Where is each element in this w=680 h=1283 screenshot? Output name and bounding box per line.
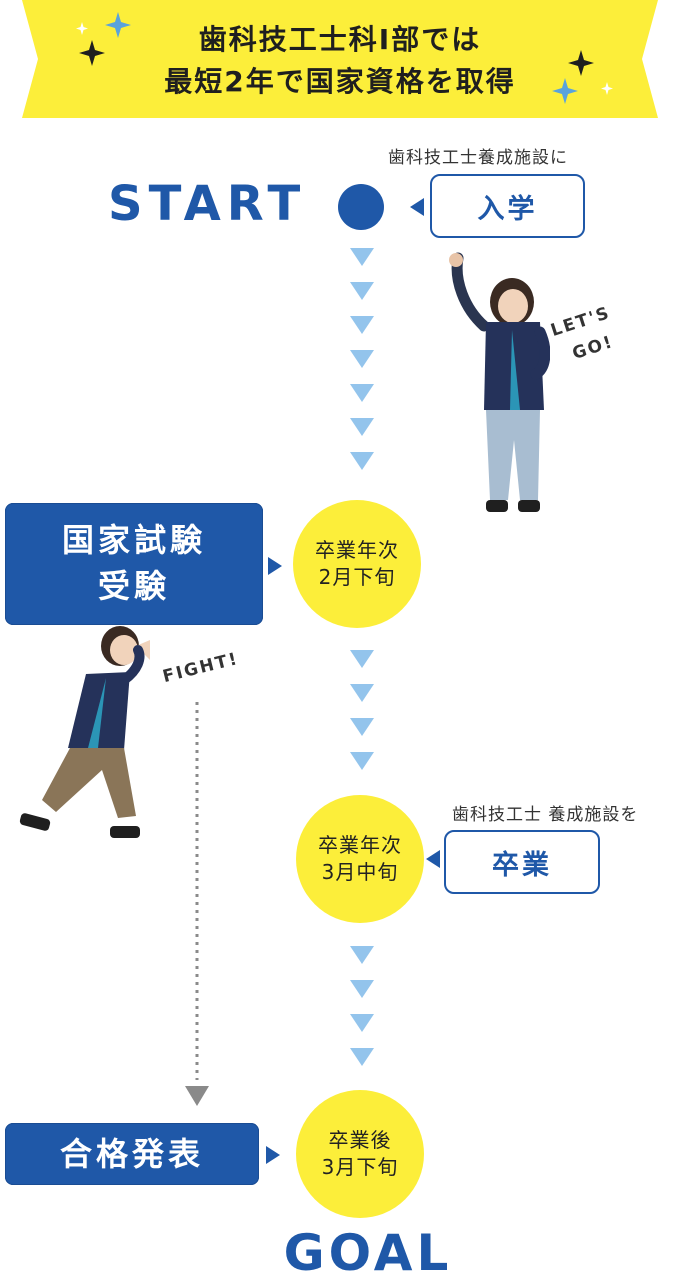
result-box: 合格発表: [5, 1123, 259, 1185]
graduation-timing-circle: 卒業年次 3月中旬: [296, 795, 424, 923]
down-arrow-icon: [350, 452, 374, 470]
down-arrow-icon: [350, 316, 374, 334]
right-pointer-icon: [266, 1146, 280, 1164]
header-title-line1: 歯科技工士科Ⅰ部では: [198, 23, 482, 56]
student-cheering-photo: [449, 252, 550, 512]
enrollment-note: 歯科技工士養成施設に: [388, 148, 568, 168]
exam-label-line2: 受験: [97, 567, 170, 605]
sparkle-icon: [76, 12, 131, 66]
start-dot-icon: [338, 184, 384, 230]
dotted-connector: [185, 702, 209, 1106]
goal-label: GOAL: [283, 1224, 453, 1282]
right-pointer-icon: [268, 557, 282, 575]
lets-go-callout-line2: GO!: [569, 331, 617, 365]
fight-callout: FIGHT!: [160, 648, 241, 688]
exam-timing-circle: 卒業年次 2月下旬: [293, 500, 421, 628]
down-arrow-icon: [350, 418, 374, 436]
header-ribbon: [22, 0, 658, 118]
result-timing-line1: 卒業後: [328, 1128, 392, 1152]
graduation-timing-line1: 卒業年次: [318, 833, 402, 857]
graduation-timing-line2: 3月中旬: [321, 860, 399, 884]
exam-label-line1: 国家試験: [61, 521, 206, 559]
graduation-box: 卒業: [444, 830, 600, 894]
exam-timing-line1: 卒業年次: [315, 538, 399, 562]
result-label: 合格発表: [59, 1135, 204, 1173]
down-arrow-icon: [350, 248, 374, 266]
exam-timing-line2: 2月下旬: [318, 565, 396, 589]
down-arrow-icon: [350, 282, 374, 300]
down-arrow-icon: [350, 384, 374, 402]
enrollment-box-label: 入学: [477, 193, 538, 225]
enrollment-box: 入学: [430, 174, 585, 238]
left-pointer-icon: [426, 850, 440, 868]
exam-box: 国家試験 受験: [5, 503, 263, 625]
graduation-note: 歯科技工士 養成施設を: [452, 805, 639, 825]
sparkle-icon: [552, 50, 613, 104]
result-timing-circle: 卒業後 3月下旬: [296, 1090, 424, 1218]
left-pointer-icon: [410, 198, 424, 216]
down-arrow-column: [350, 946, 374, 1066]
student-shouting-photo: [19, 626, 150, 838]
down-arrow-column: [350, 650, 374, 770]
header-title-line2: 最短2年で国家資格を取得: [164, 65, 516, 98]
down-arrow-column: [350, 248, 374, 470]
start-label: START: [108, 176, 307, 232]
result-timing-line2: 3月下旬: [321, 1155, 399, 1179]
down-arrow-icon: [185, 1086, 209, 1106]
down-arrow-icon: [350, 350, 374, 368]
graduation-box-label: 卒業: [492, 849, 552, 881]
